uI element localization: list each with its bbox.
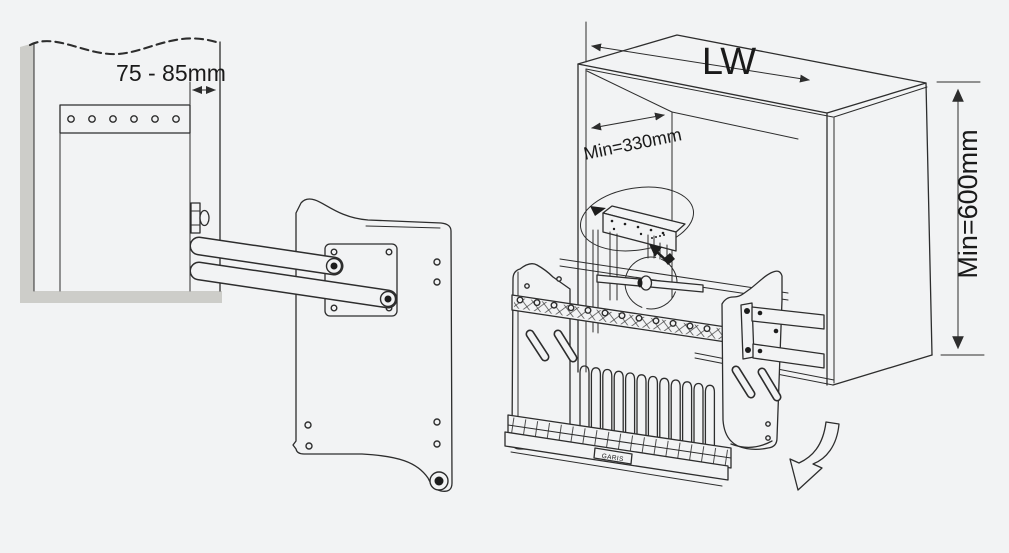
lift-side-plate <box>292 198 453 492</box>
dimension-75-85-label: 75 - 85mm <box>116 60 226 86</box>
cross-rail <box>559 258 789 294</box>
bracket-callout <box>579 186 695 334</box>
brand-label: GARIS <box>601 453 624 463</box>
right-diagram-cabinet: LW Min=330mm Min=600mm <box>504 21 985 491</box>
left-diagram-mounting-detail: 75 - 85mm <box>20 37 453 492</box>
dimension-lw-label: LW <box>702 41 756 83</box>
locking-knob <box>190 202 210 234</box>
panel-break-line <box>28 37 218 56</box>
swing-arms <box>189 236 398 309</box>
arm-pivot-lower <box>379 290 397 308</box>
front-rail: GARIS <box>504 431 729 487</box>
callout-ellipse <box>579 186 695 252</box>
dimension-depth: Min=330mm <box>582 112 684 164</box>
adjust-arrow-icon <box>649 234 675 265</box>
dimension-height: Min=600mm <box>936 81 985 356</box>
pull-down-arrow-icon <box>789 421 840 491</box>
dimension-75-85: 75 - 85mm <box>116 60 226 105</box>
mounting-rail <box>59 104 191 292</box>
lift-mechanism-disc <box>596 234 704 310</box>
dimension-lw: LW <box>585 21 810 83</box>
right-arm-assembly <box>740 302 825 369</box>
screw-holes <box>67 115 180 123</box>
lower-wire-fence <box>507 414 732 469</box>
callout-arrow-icon <box>590 206 606 216</box>
top-mounting-bracket <box>602 205 686 261</box>
dimension-height-label: Min=600mm <box>953 129 983 278</box>
arm-pivot-upper <box>325 257 343 275</box>
dimension-depth-label: Min=330mm <box>582 124 684 163</box>
pivot-bolt <box>429 471 449 491</box>
brand-plate: GARIS <box>593 447 633 465</box>
wire-ends <box>516 296 711 333</box>
